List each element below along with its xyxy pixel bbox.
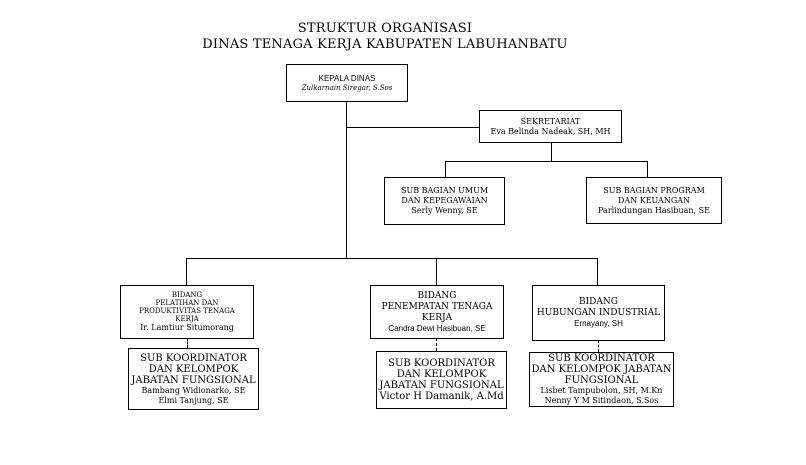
bidang-hubungan-name: Ernayany, SH	[574, 319, 623, 328]
box-jf-pelatihan: SUB KOORDINATOR DAN KELOMPOK JABATAN FUN…	[128, 348, 259, 410]
connector-subbag-umum	[445, 161, 446, 177]
kepala-title: KEPALA DINAS	[318, 74, 376, 83]
connector-bidang-hubungan	[597, 258, 598, 285]
bidang-hubungan-line1: BIDANG	[579, 297, 618, 307]
jf-hubungan-line1: SUB KOORDINATOR	[548, 353, 655, 364]
jf-pelatihan-name2: Elmi Tanjung, SE	[158, 395, 229, 405]
sekretariat-name: Eva Belinda Nadeak, SH, MH	[490, 126, 611, 136]
dashed-connector-penempatan	[436, 338, 437, 351]
dashed-connector-pelatihan	[187, 338, 188, 348]
jf-pelatihan-line1: SUB KOORDINATOR	[140, 352, 247, 364]
jf-pelatihan-line3: JABATAN FUNGSIONAL	[131, 374, 256, 386]
chart-title-line2: DINAS TENAGA KERJA KABUPATEN LABUHANBATU	[202, 37, 568, 52]
box-bidang-penempatan: BIDANG PENEMPATAN TENAGA KERJA Candra De…	[370, 285, 504, 339]
box-jf-hubungan: SUB KOORDINATOR DAN KELOMPOK JABATAN FUN…	[529, 352, 674, 407]
bidang-pelatihan-name: Ir. Lamtiur Situmorang	[140, 323, 234, 332]
jf-penempatan-line3: JABATAN FUNGSIONAL	[379, 380, 504, 391]
jf-hubungan-name1: Lisbet Tampubolon, SH, M.Kn	[540, 386, 663, 395]
kepala-name: Zulkarnain Siregar, S.Sos	[301, 84, 393, 92]
box-jf-penempatan: SUB KOORDINATOR DAN KELOMPOK JABATAN FUN…	[376, 351, 507, 409]
jf-hubungan-line2: DAN KELOMPOK JABATAN	[531, 364, 672, 375]
chart-title-line1: STRUKTUR ORGANISASI	[297, 21, 473, 36]
subbag-umum-name: Serly Wenny, SE	[411, 206, 478, 215]
bidang-pelatihan-line3: PRODUKTIVITAS TENAGA	[139, 307, 235, 315]
jf-hubungan-line3: FUNGSIONAL	[564, 375, 639, 386]
subbag-program-line1: SUB BAGIAN PROGRAM	[603, 185, 705, 195]
box-bidang-hubungan: BIDANG HUBUNGAN INDUSTRIAL Ernayany, SH	[532, 285, 665, 341]
connector-to-sekretariat	[346, 127, 480, 128]
connector-subbag-bar	[445, 161, 648, 162]
jf-pelatihan-name1: Bambang Widionarko, SE	[141, 385, 246, 395]
bidang-penempatan-line3: KERJA	[421, 312, 453, 323]
dashed-connector-hubungan	[598, 340, 599, 352]
box-kepala-dinas: KEPALA DINAS Zulkarnain Siregar, S.Sos	[286, 64, 408, 102]
connector-kepala-trunk	[346, 101, 347, 258]
box-subbag-program: SUB BAGIAN PROGRAM DAN KEUANGAN Parlindu…	[586, 177, 722, 224]
bidang-pelatihan-line2: PELATIHAN DAN	[155, 299, 219, 307]
box-sekretariat: SEKRETARIAT Eva Belinda Nadeak, SH, MH	[479, 110, 622, 143]
box-bidang-pelatihan: BIDANG PELATIHAN DAN PRODUKTIVITAS TENAG…	[120, 285, 254, 339]
connector-bidang-pelatihan	[186, 258, 187, 285]
connector-bidang-penempatan	[436, 258, 437, 285]
jf-penempatan-name1: Victor H Damanik, A.Md	[379, 391, 504, 402]
jf-penempatan-line1: SUB KOORDINATOR	[388, 358, 495, 369]
subbag-umum-line2: DAN KEPEGAWAIAN	[401, 196, 488, 205]
connector-bidang-bar	[186, 258, 598, 259]
bidang-hubungan-line2: HUBUNGAN INDUSTRIAL	[536, 308, 661, 318]
bidang-pelatihan-line4: KERJA	[175, 315, 199, 323]
subbag-program-name: Parlindungan Hasibuan, SE	[598, 205, 710, 215]
jf-hubungan-name2: Nenny Y M Sitindaon, S.Sos	[544, 396, 659, 405]
sekretariat-title: SEKRETARIAT	[520, 116, 581, 126]
bidang-pelatihan-line1: BIDANG	[171, 291, 203, 299]
connector-sekretariat-down	[551, 142, 552, 161]
jf-pelatihan-line2: DAN KELOMPOK	[148, 363, 239, 375]
bidang-penempatan-name: Candra Dewi Hasibuan, SE	[388, 323, 486, 333]
subbag-umum-line1: SUB BAGIAN UMUM	[400, 186, 489, 195]
connector-subbag-program	[647, 161, 648, 177]
jf-penempatan-line2: DAN KELOMPOK	[396, 369, 487, 380]
subbag-program-line2: DAN KEUANGAN	[618, 195, 690, 205]
box-subbag-umum: SUB BAGIAN UMUM DAN KEPEGAWAIAN Serly We…	[384, 177, 505, 225]
bidang-penempatan-line2: PENEMPATAN TENAGA	[381, 301, 493, 312]
bidang-penempatan-line1: BIDANG	[417, 290, 457, 301]
